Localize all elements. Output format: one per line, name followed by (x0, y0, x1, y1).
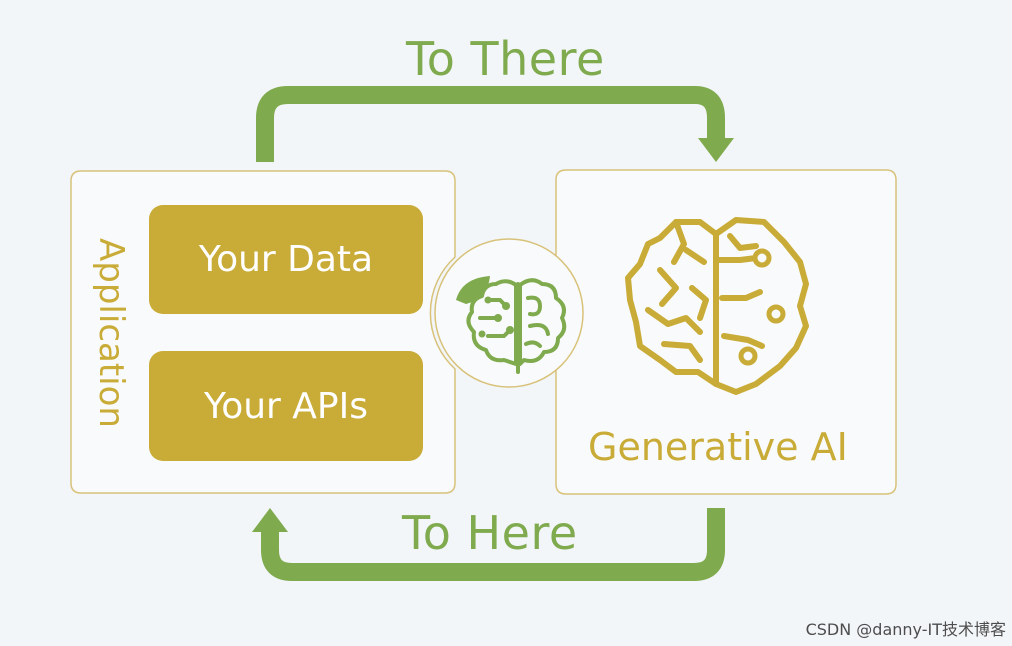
arrow-head-down (698, 138, 734, 162)
to-here-label: To Here (402, 506, 578, 560)
your-data-block: Your Data (149, 205, 423, 314)
generative-ai-panel (555, 169, 897, 495)
brain-leaf-icon-nodes (478, 296, 514, 338)
your-apis-block: Your APIs (149, 351, 423, 461)
brain-circuit-icon-terminals (738, 248, 786, 366)
to-there-arrow (256, 86, 734, 162)
watermark: CSDN @danny-IT技术博客 (805, 620, 1006, 639)
connector-circle (434, 238, 584, 388)
generative-ai-label: Generative AI (588, 425, 848, 469)
to-there-label: To There (406, 32, 605, 86)
arrow-head-up (252, 508, 288, 532)
to-here-arrow (252, 508, 725, 581)
brain-circuit-icon (625, 217, 809, 395)
brain-leaf-icon (456, 276, 567, 374)
application-label: Application (91, 238, 131, 428)
